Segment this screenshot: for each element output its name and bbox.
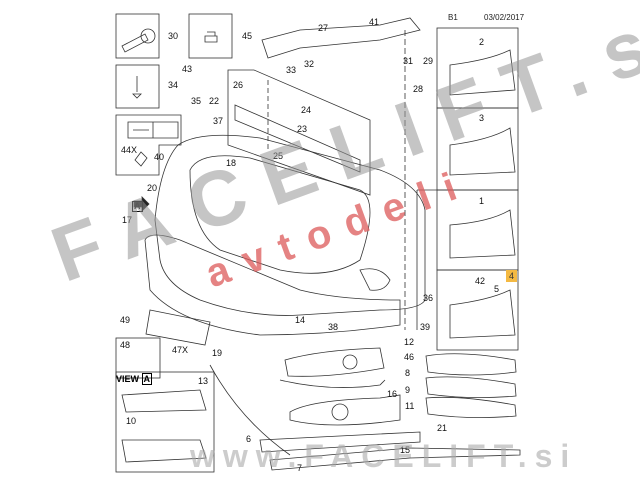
bolt-icon [121,33,149,53]
grille-opening [189,155,371,274]
callout[interactable]: 2 [479,37,485,47]
callout[interactable]: 6 [246,434,252,444]
inset-view-a [115,371,215,473]
callout[interactable]: 48 [120,340,131,350]
callout[interactable]: 43 [182,64,193,74]
callout[interactable]: 44X [121,145,138,155]
callout[interactable]: 16 [387,389,398,399]
callout[interactable]: 42 [475,276,486,286]
callout[interactable]: 7 [297,463,303,473]
callout[interactable]: 41 [369,17,380,27]
tool-icon [134,151,148,167]
callout[interactable]: 46 [404,352,415,362]
callout[interactable]: 32 [304,59,315,69]
callout[interactable]: 1 [479,196,485,206]
view-grille-13 [121,389,207,413]
callout[interactable]: 18 [226,158,237,168]
view-grille-10 [121,439,207,463]
callout[interactable]: 29 [423,56,434,66]
callout[interactable]: 45 [242,31,253,41]
lip-moulding [209,364,291,456]
grille-11 [425,396,517,418]
callout[interactable]: 28 [413,84,424,94]
inset-manual [115,114,182,176]
fog-bezel [284,347,385,377]
callout[interactable]: 40 [154,152,165,162]
callout[interactable]: 49 [120,315,131,325]
callout[interactable]: 20 [147,183,158,193]
callout[interactable]: 25 [273,151,284,161]
grille-8 [425,353,517,376]
lower-bumper [144,234,401,336]
callout[interactable]: 47X [172,345,189,355]
callout[interactable]: 12 [404,337,415,347]
clip-icon [204,31,218,43]
inset-clip [188,13,233,59]
callout[interactable]: 37 [213,116,224,126]
callout[interactable]: 9 [405,385,411,395]
inset-48 [115,337,161,379]
callout[interactable]: 10 [126,416,137,426]
callout[interactable]: 5 [494,284,500,294]
inset-variant-4 [436,269,519,351]
bumper-fascia [154,134,426,316]
callout[interactable]: 33 [286,65,297,75]
callout[interactable]: 39 [420,322,431,332]
callout[interactable]: 24 [301,105,312,115]
grille-9 [425,376,517,398]
callout[interactable]: 8 [405,368,411,378]
view-arrow-icon [133,196,150,212]
inset-variant-3 [436,107,519,191]
inset-bolt [115,13,160,59]
callout[interactable]: 14 [295,315,306,325]
view-label: VIEW A [116,373,153,385]
callout[interactable]: 36 [423,293,434,303]
callout[interactable]: 21 [437,423,448,433]
callout[interactable]: 3 [479,113,485,123]
section-code: B1 [448,13,458,22]
diagram-date: 03/02/2017 [484,13,525,22]
view-marker: A [141,373,153,385]
callout[interactable]: 22 [209,96,220,106]
impact-bar [234,104,361,173]
screw-icon [132,76,142,99]
callout[interactable]: 26 [233,80,244,90]
callout[interactable]: 31 [403,56,414,66]
callout[interactable]: 17 [122,215,133,225]
callout[interactable]: 34 [168,80,179,90]
inset-variant-1 [436,189,519,271]
callout[interactable]: 15 [400,445,411,455]
view-text: VIEW [116,374,140,384]
lower-grille [289,394,401,426]
callout[interactable]: 27 [318,23,329,33]
callout[interactable]: 13 [198,376,209,386]
lower-strip [259,431,421,453]
chrome-strip [269,447,521,471]
reinforcement-panel [227,69,371,196]
callout[interactable]: 19 [212,348,223,358]
highlighted-callout[interactable]: 4 [506,270,518,282]
arrow-marker: A [132,201,143,212]
callout[interactable]: 35 [191,96,202,106]
inset-screw [115,64,160,109]
callout[interactable]: 23 [297,124,308,134]
callout[interactable]: 38 [328,322,339,332]
inset-variant-2 [436,27,519,109]
callout[interactable]: 11 [405,401,415,411]
fog-opening [359,268,391,291]
manual-icon [127,121,179,139]
license-bracket [145,309,211,346]
callout[interactable]: 30 [168,31,179,41]
upper-bracket [261,17,421,59]
